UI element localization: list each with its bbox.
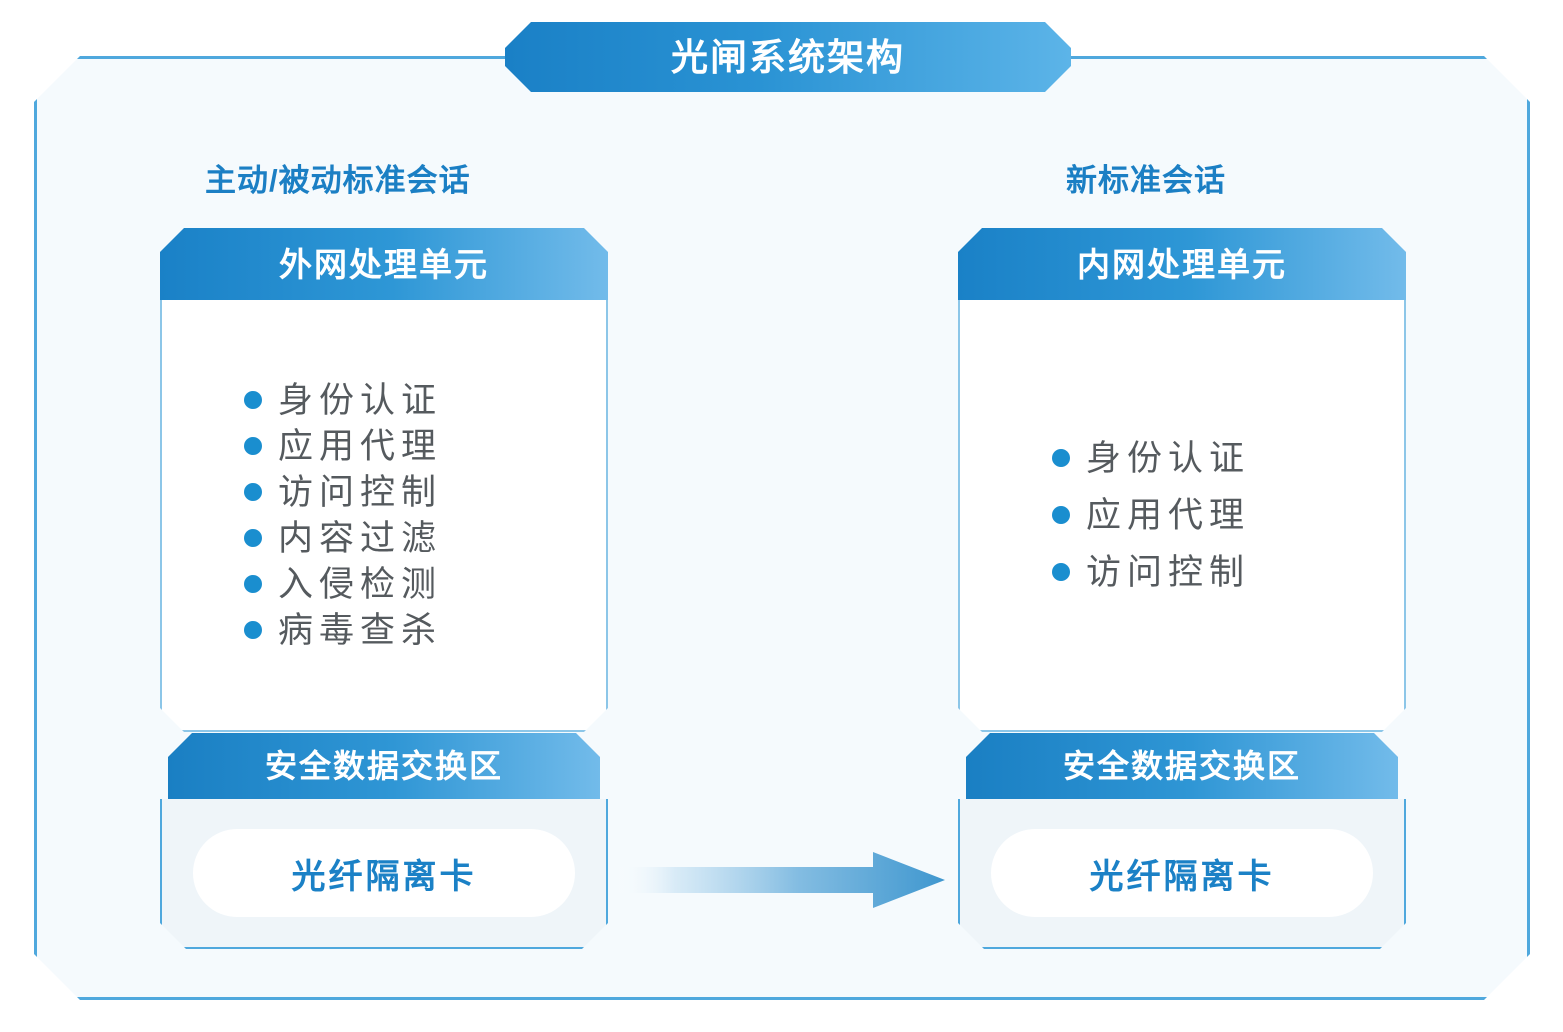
list-item: 入侵检测 bbox=[244, 567, 606, 602]
fiber-isolation-card-right: 光纤隔离卡 bbox=[991, 829, 1373, 917]
list-item-label: 病毒查杀 bbox=[278, 610, 443, 650]
list-item: 应用代理 bbox=[244, 429, 606, 464]
exchange-header-right-label: 安全数据交换区 bbox=[1062, 748, 1301, 784]
list-item: 身份认证 bbox=[244, 383, 606, 418]
section-title-right: 新标准会话 bbox=[1066, 163, 1226, 198]
unit-body-internal: 身份认证 应用代理 访问控制 bbox=[958, 300, 1406, 732]
list-item-label: 身份认证 bbox=[1086, 438, 1251, 478]
unit-body-external: 身份认证 应用代理 访问控制 内容过滤 入侵检测 病毒查杀 bbox=[160, 300, 608, 732]
bullet-icon bbox=[244, 483, 262, 501]
bullet-icon bbox=[1052, 506, 1070, 524]
feature-list-internal: 身份认证 应用代理 访问控制 bbox=[960, 419, 1404, 612]
unit-header-internal: 内网处理单元 bbox=[958, 228, 1406, 300]
list-item-label: 内容过滤 bbox=[278, 518, 443, 558]
unit-header-external-label: 外网处理单元 bbox=[279, 245, 489, 283]
list-item-label: 身份认证 bbox=[278, 380, 443, 420]
bullet-icon bbox=[244, 437, 262, 455]
list-item-label: 访问控制 bbox=[278, 472, 443, 512]
data-flow-arrow bbox=[615, 852, 945, 908]
list-item-label: 入侵检测 bbox=[278, 564, 443, 604]
bullet-icon bbox=[244, 575, 262, 593]
exchange-header-left: 安全数据交换区 bbox=[168, 733, 600, 799]
section-title-left: 主动/被动标准会话 bbox=[205, 163, 471, 198]
list-item-label: 应用代理 bbox=[1086, 495, 1251, 535]
exchange-header-left-label: 安全数据交换区 bbox=[264, 748, 503, 784]
bullet-icon bbox=[244, 529, 262, 547]
fiber-isolation-card-left-label: 光纤隔离卡 bbox=[291, 857, 477, 896]
fiber-isolation-card-left: 光纤隔离卡 bbox=[193, 829, 575, 917]
list-item: 应用代理 bbox=[1052, 498, 1404, 533]
unit-header-internal-label: 内网处理单元 bbox=[1077, 245, 1287, 283]
list-item-label: 访问控制 bbox=[1086, 552, 1251, 592]
bullet-icon bbox=[1052, 449, 1070, 467]
page-title: 光闸系统架构 bbox=[671, 36, 905, 78]
diagram-title-banner: 光闸系统架构 bbox=[505, 22, 1071, 92]
exchange-header-right: 安全数据交换区 bbox=[966, 733, 1398, 799]
list-item: 身份认证 bbox=[1052, 441, 1404, 476]
list-item: 内容过滤 bbox=[244, 521, 606, 556]
feature-list-external: 身份认证 应用代理 访问控制 内容过滤 入侵检测 病毒查杀 bbox=[162, 372, 606, 659]
bullet-icon bbox=[244, 391, 262, 409]
list-item: 访问控制 bbox=[1052, 555, 1404, 590]
bullet-icon bbox=[244, 621, 262, 639]
list-item-label: 应用代理 bbox=[278, 426, 443, 466]
exchange-body-right: 光纤隔离卡 bbox=[958, 799, 1406, 949]
list-item: 病毒查杀 bbox=[244, 613, 606, 648]
exchange-body-left: 光纤隔离卡 bbox=[160, 799, 608, 949]
fiber-isolation-card-right-label: 光纤隔离卡 bbox=[1089, 857, 1275, 896]
unit-header-external: 外网处理单元 bbox=[160, 228, 608, 300]
list-item: 访问控制 bbox=[244, 475, 606, 510]
bullet-icon bbox=[1052, 563, 1070, 581]
